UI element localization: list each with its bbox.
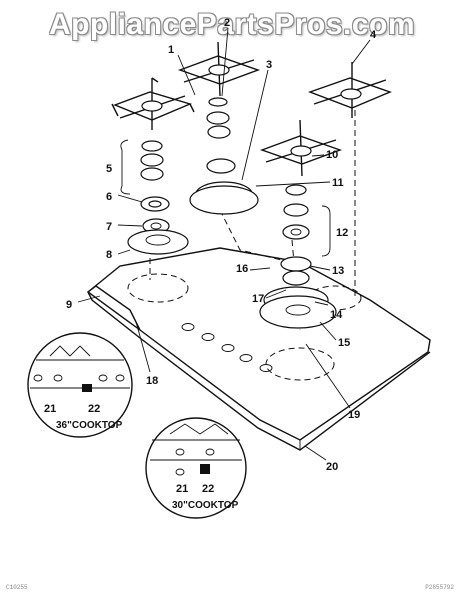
callout-12: 12 [336, 227, 348, 239]
callout-9: 9 [66, 299, 72, 311]
callout-11: 11 [332, 177, 344, 189]
leader-lines [77, 27, 371, 461]
callout-7: 7 [106, 221, 112, 233]
callout-21-inset-left: 21 [44, 403, 56, 415]
callout-5: 5 [106, 163, 112, 175]
grate-front-right [259, 119, 343, 177]
callouts: 1 2 3 4 5 6 7 8 9 10 11 12 13 14 15 16 1… [44, 17, 377, 495]
caption-30-cooktop: 30"COOKTOP [172, 500, 239, 511]
burner-stack-right [259, 184, 337, 329]
callout-13: 13 [332, 265, 344, 277]
grate-left [111, 77, 195, 130]
callout-15: 15 [338, 337, 350, 349]
footer-code-right: P2855792 [425, 584, 454, 591]
callout-22-inset-left: 22 [88, 403, 100, 415]
callout-4: 4 [370, 29, 377, 41]
callout-19: 19 [348, 409, 360, 421]
callout-20: 20 [326, 461, 338, 473]
callout-8: 8 [106, 249, 112, 261]
watermark-text: AppliancePartsPros.com [48, 8, 416, 41]
burner-stack-left [127, 140, 189, 255]
callout-2: 2 [224, 17, 230, 29]
burner-stack-center [189, 97, 259, 215]
callout-10: 10 [326, 149, 338, 161]
grate-right [307, 62, 392, 118]
inset-30-cooktop [145, 417, 247, 519]
footer-code-left: C10255 [6, 584, 28, 591]
callout-17: 17 [252, 293, 264, 305]
inset-36-cooktop [27, 332, 133, 438]
cooktop-plate [86, 110, 431, 451]
callout-6: 6 [106, 191, 112, 203]
callout-22-inset-right: 22 [202, 483, 214, 495]
callout-16: 16 [236, 263, 248, 275]
callout-1: 1 [168, 44, 174, 56]
callout-3: 3 [266, 59, 272, 71]
caption-36-cooktop: 36"COOKTOP [56, 420, 123, 431]
callout-18: 18 [146, 375, 158, 387]
callout-21-inset-right: 21 [176, 483, 188, 495]
callout-14: 14 [330, 309, 343, 321]
